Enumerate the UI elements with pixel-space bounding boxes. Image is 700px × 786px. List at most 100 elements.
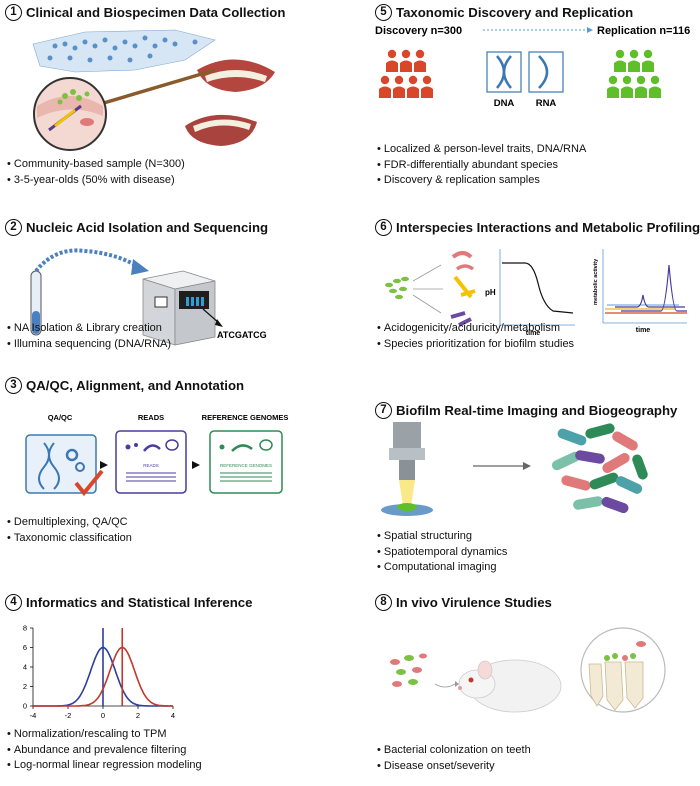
replication-label: Replication n=116 xyxy=(597,25,690,37)
person-body xyxy=(393,86,405,98)
y-tick-label: 0 xyxy=(23,702,27,711)
person-icon xyxy=(650,75,660,85)
panel-2-bullets: NA Isolation & Library creation Illumina… xyxy=(7,321,171,352)
rna-label: RNA xyxy=(536,98,557,109)
list-item: Normalization/rescaling to TPM xyxy=(7,727,202,743)
activity-peak-2 xyxy=(621,264,687,312)
panel-8-title: 8 In vivo Virulence Studies xyxy=(375,590,552,614)
panel-1-number: 1 xyxy=(5,3,22,21)
list-item: Disease onset/severity xyxy=(377,759,531,775)
replication-people-icon xyxy=(607,49,661,98)
panel-1-bullets: Community-based sample (N=300) 3-5-year-… xyxy=(7,157,185,188)
list-item: Demultiplexing, QA/QC xyxy=(7,515,132,531)
panel-8-title-text: In vivo Virulence Studies xyxy=(396,594,552,610)
x-tick-label: 2 xyxy=(136,711,140,720)
panel-3-number: 3 xyxy=(5,376,22,394)
y-tick-label: 6 xyxy=(23,643,27,652)
panel-5-number: 5 xyxy=(375,3,392,21)
panel-5-title-text: Taxonomic Discovery and Replication xyxy=(396,4,634,20)
reference-box xyxy=(209,430,283,494)
list-item: Species prioritization for biofilm studi… xyxy=(377,337,574,353)
nc-map-shape xyxy=(32,29,216,73)
person-icon xyxy=(608,75,618,85)
list-item: Computational imaging xyxy=(377,560,507,576)
person-icon xyxy=(422,75,432,85)
biofilm-cluster xyxy=(551,423,648,514)
list-item: NA Isolation & Library creation xyxy=(7,321,171,337)
x-tick-label: 0 xyxy=(101,711,105,720)
panel-7-title: 7 Biofilm Real-time Imaging and Biogeogr… xyxy=(375,398,677,422)
series-curve-1 xyxy=(33,646,173,707)
reference-genomes-label: REFERENCE GENOMES xyxy=(202,413,289,422)
y-tick-label: 8 xyxy=(23,624,27,633)
panel-8-bullets: Bacterial colonization on teeth Disease … xyxy=(377,743,531,774)
clinical-collection-illustration xyxy=(32,29,275,151)
panel-3-title: 3 QA/QC, Alignment, and Annotation xyxy=(5,373,244,397)
panel-1-title-text: Clinical and Biospecimen Data Collection xyxy=(26,4,286,20)
list-item: Log-normal linear regression modeling xyxy=(7,758,202,774)
biofilm-imaging-illustration xyxy=(381,422,648,516)
list-item: Community-based sample (N=300) xyxy=(7,157,185,173)
ph-label: pH xyxy=(485,288,496,297)
panel-4-bullets: Normalization/rescaling to TPM Abundance… xyxy=(7,727,202,774)
discovery-replication-illustration: Discovery n=300 Replication n=116 DNA RN… xyxy=(375,25,690,109)
time-label-2: time xyxy=(636,327,651,334)
person-icon xyxy=(387,49,397,59)
people-dots xyxy=(47,35,198,63)
person-body xyxy=(635,86,647,98)
panel-5-title: 5 Taxonomic Discovery and Replication xyxy=(375,0,633,24)
person-body xyxy=(407,86,419,98)
list-item: Localized & person-level traits, DNA/RNA xyxy=(377,142,586,158)
bacteria-group xyxy=(390,653,427,687)
dna-label: DNA xyxy=(494,98,515,109)
panel-3-bullets: Demultiplexing, QA/QC Taxonomic classifi… xyxy=(7,515,132,546)
person-icon xyxy=(394,75,404,85)
reference-inner-label: REFERENCE GENOMES xyxy=(220,463,272,468)
list-item: Abundance and prevalence filtering xyxy=(7,743,202,759)
y-tick-label: 2 xyxy=(23,682,27,691)
list-item: Illumina sequencing (DNA/RNA) xyxy=(7,337,171,353)
microscope-icon xyxy=(381,422,433,516)
reads-inner-label: READS xyxy=(143,463,159,468)
person-icon xyxy=(415,49,425,59)
person-icon xyxy=(401,49,411,59)
list-item: FDR-differentially abundant species xyxy=(377,158,586,174)
metabolic-activity-label: metabolic activity xyxy=(593,258,599,305)
person-icon xyxy=(636,75,646,85)
panel-2-number: 2 xyxy=(5,218,22,236)
list-item: Acidogenicity/aciduricity/metabolism xyxy=(377,321,574,337)
mouse-icon xyxy=(458,659,562,713)
sequence-label: ATCGATCG xyxy=(217,330,267,340)
ph-curve xyxy=(502,262,574,314)
x-tick-label: -4 xyxy=(30,711,37,720)
list-item: Discovery & replication samples xyxy=(377,173,586,189)
panel-5-bullets: Localized & person-level traits, DNA/RNA… xyxy=(377,142,586,189)
qa-alignment-illustration: QA/QC READS REFERENCE GENOMES READS REFE… xyxy=(25,413,289,497)
person-body xyxy=(414,60,426,72)
panel-3-title-text: QA/QC, Alignment, and Annotation xyxy=(26,377,245,393)
panel-2-title-text: Nucleic Acid Isolation and Sequencing xyxy=(26,219,269,235)
person-body xyxy=(628,60,640,72)
panel-6-title-text: Interspecies Interactions and Metabolic … xyxy=(396,219,700,235)
teeth-zoom-circle xyxy=(580,627,666,713)
panel-8-number: 8 xyxy=(375,593,392,611)
person-icon xyxy=(380,75,390,85)
panel-7-title-text: Biofilm Real-time Imaging and Biogeograp… xyxy=(396,402,678,418)
activity-peak-1 xyxy=(615,294,685,308)
panel-7-bullets: Spatial structuring Spatiotemporal dynam… xyxy=(377,529,508,576)
list-item: Spatiotemporal dynamics xyxy=(377,545,508,561)
x-tick-label: 4 xyxy=(171,711,175,720)
panel-2-title: 2 Nucleic Acid Isolation and Sequencing xyxy=(5,215,268,239)
panel-4-number: 4 xyxy=(5,593,22,611)
panel-6-title: 6 Interspecies Interactions and Metaboli… xyxy=(375,215,700,239)
person-icon xyxy=(643,49,653,59)
person-body xyxy=(421,86,433,98)
person-body xyxy=(400,60,412,72)
reads-label: READS xyxy=(138,413,164,422)
person-body xyxy=(607,86,619,98)
x-tick-label: -2 xyxy=(65,711,72,720)
person-body xyxy=(614,60,626,72)
person-body xyxy=(379,86,391,98)
list-item: 3-5-year-olds (50% with disease) xyxy=(7,173,185,189)
